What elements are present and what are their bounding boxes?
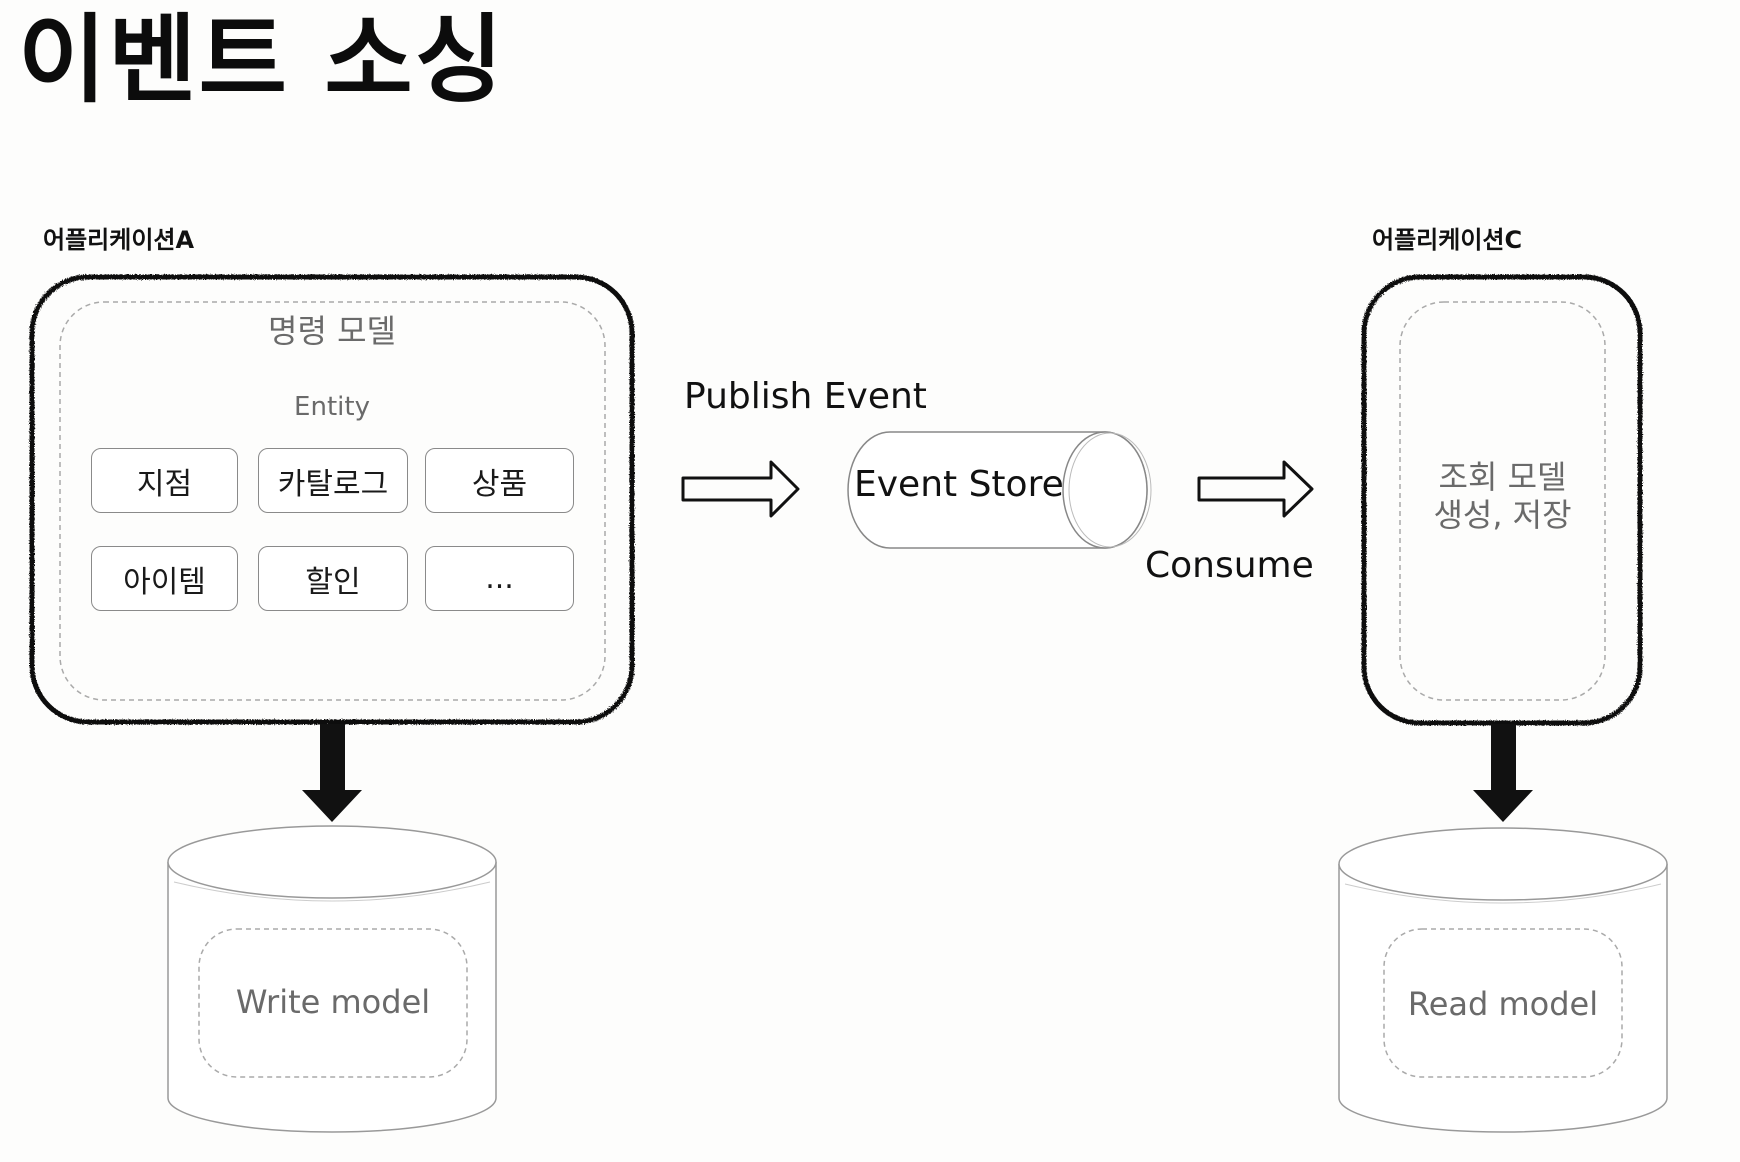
query-model-dashed-box: [1399, 301, 1606, 701]
entity-more: ...: [425, 546, 574, 611]
app-a-box: [29, 274, 635, 725]
app-c-box: [1361, 274, 1643, 726]
command-model-title: 명령 모델: [268, 312, 396, 350]
query-model-line2: 생성, 저장: [1433, 496, 1572, 534]
app-c-label: 어플리케이션C: [1372, 226, 1523, 254]
entity-item: 아이템: [91, 546, 238, 611]
read-down-arrow-icon: [1473, 724, 1533, 822]
read-model-label: Read model: [1407, 985, 1599, 1023]
consume-label: Consume: [1145, 545, 1314, 586]
entity-label: Entity: [294, 392, 370, 422]
write-model-cylinder: [167, 825, 497, 1133]
publish-arrow-icon: [681, 460, 800, 518]
page-title: 이벤트 소싱: [18, 4, 506, 116]
command-model-dashed-box: [59, 301, 606, 701]
write-down-arrow-icon: [302, 724, 362, 822]
consume-arrow-icon: [1197, 460, 1314, 518]
event-store-label: Event Store: [854, 464, 1064, 505]
entity-branch: 지점: [91, 448, 238, 513]
entity-catalog: 카탈로그: [258, 448, 408, 513]
event-store-cylinder: [847, 431, 1152, 549]
publish-event-label: Publish Event: [684, 376, 927, 417]
query-model-line1: 조회 모델: [1438, 458, 1567, 496]
app-a-label: 어플리케이션A: [43, 226, 195, 254]
query-model-text: 조회 모델 생성, 저장: [1400, 458, 1605, 534]
entity-discount: 할인: [258, 546, 408, 611]
entity-product: 상품: [425, 448, 574, 513]
read-model-cylinder: [1338, 827, 1668, 1133]
write-model-label: Write model: [235, 983, 431, 1021]
